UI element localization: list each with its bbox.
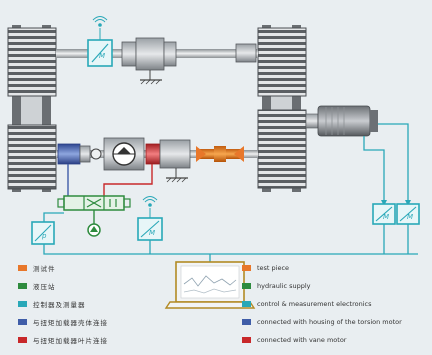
torque-sensor-middle: M <box>137 196 163 241</box>
control-wiring <box>43 123 418 262</box>
upper-bearing-block <box>135 37 165 71</box>
legend-label-cn: 与扭矩加载器叶片连接 <box>33 337 108 345</box>
hydraulic-supply <box>57 164 153 237</box>
legend-label-en: connected with vane motor <box>257 336 347 344</box>
legend-swatch <box>242 283 251 289</box>
svg-text:M: M <box>99 52 105 60</box>
upper-right-gear <box>258 28 306 96</box>
legend-label-en: control & measurement electronics <box>257 300 372 308</box>
svg-text:M: M <box>149 229 155 237</box>
drive-motor <box>305 105 378 137</box>
legend-item-vane-en: connected with vane motor <box>242 334 346 346</box>
lower-left-gear <box>8 125 56 189</box>
legend-label-en: connected with housing of the torsion mo… <box>257 318 402 326</box>
legend-item-control-cn: 控制器及测量器 <box>18 298 86 310</box>
legend-swatch <box>242 265 251 271</box>
legend-swatch <box>242 337 251 343</box>
legend-swatch <box>18 337 27 343</box>
upper-left-gear <box>8 28 56 96</box>
legend-item-hydraulic-cn: 液压站 <box>18 280 56 292</box>
legend-swatch <box>18 301 27 307</box>
legend-item-vane-cn: 与扭矩加载器叶片连接 <box>18 334 108 346</box>
legend-swatch <box>18 265 27 271</box>
svg-text:p: p <box>41 232 47 240</box>
lower-bearing-block <box>159 139 191 169</box>
legend-item-hydraulic-en: hydraulic supply <box>242 280 311 292</box>
legend-item-housing-en: connected with housing of the torsion mo… <box>242 316 402 328</box>
legend-label-cn: 控制器及测量器 <box>33 301 86 309</box>
left-gearbox <box>7 25 57 192</box>
sensor-right-2: M <box>396 203 420 225</box>
legend-swatch <box>242 301 251 307</box>
right-gearbox <box>257 25 307 192</box>
upper-shaft-assembly: M <box>56 16 258 85</box>
legend-label-en: test piece <box>257 264 290 272</box>
legend-item-test-piece-en: test piece <box>242 262 289 274</box>
legend-label-cn: 液压站 <box>33 283 56 291</box>
svg-text:M: M <box>383 213 389 221</box>
legend-swatch <box>242 319 251 325</box>
sensor-right-1: M <box>372 203 396 225</box>
svg-text:M: M <box>407 213 413 221</box>
lower-shaft-assembly <box>56 137 258 183</box>
vane-coupling <box>145 143 161 165</box>
pressure-sensor-left: p <box>31 221 55 245</box>
legend-item-control-en: control & measurement electronics <box>242 298 371 310</box>
legend-label-cn: 测试件 <box>33 265 56 273</box>
upper-wireless-antenna-icon <box>98 23 102 27</box>
legend-swatch <box>18 319 27 325</box>
control-laptop-icon <box>164 261 256 309</box>
legend-item-housing-cn: 与扭矩加载器壳体连接 <box>18 316 108 328</box>
lower-right-gear <box>258 110 306 188</box>
legend-label-en: hydraulic supply <box>257 282 311 290</box>
legend-swatch <box>18 283 27 289</box>
legend-item-test-piece-cn: 测试件 <box>18 262 56 274</box>
housing-coupling <box>57 143 81 165</box>
middle-wireless-antenna-icon <box>148 203 152 207</box>
legend-label-cn: 与扭矩加载器壳体连接 <box>33 319 108 327</box>
